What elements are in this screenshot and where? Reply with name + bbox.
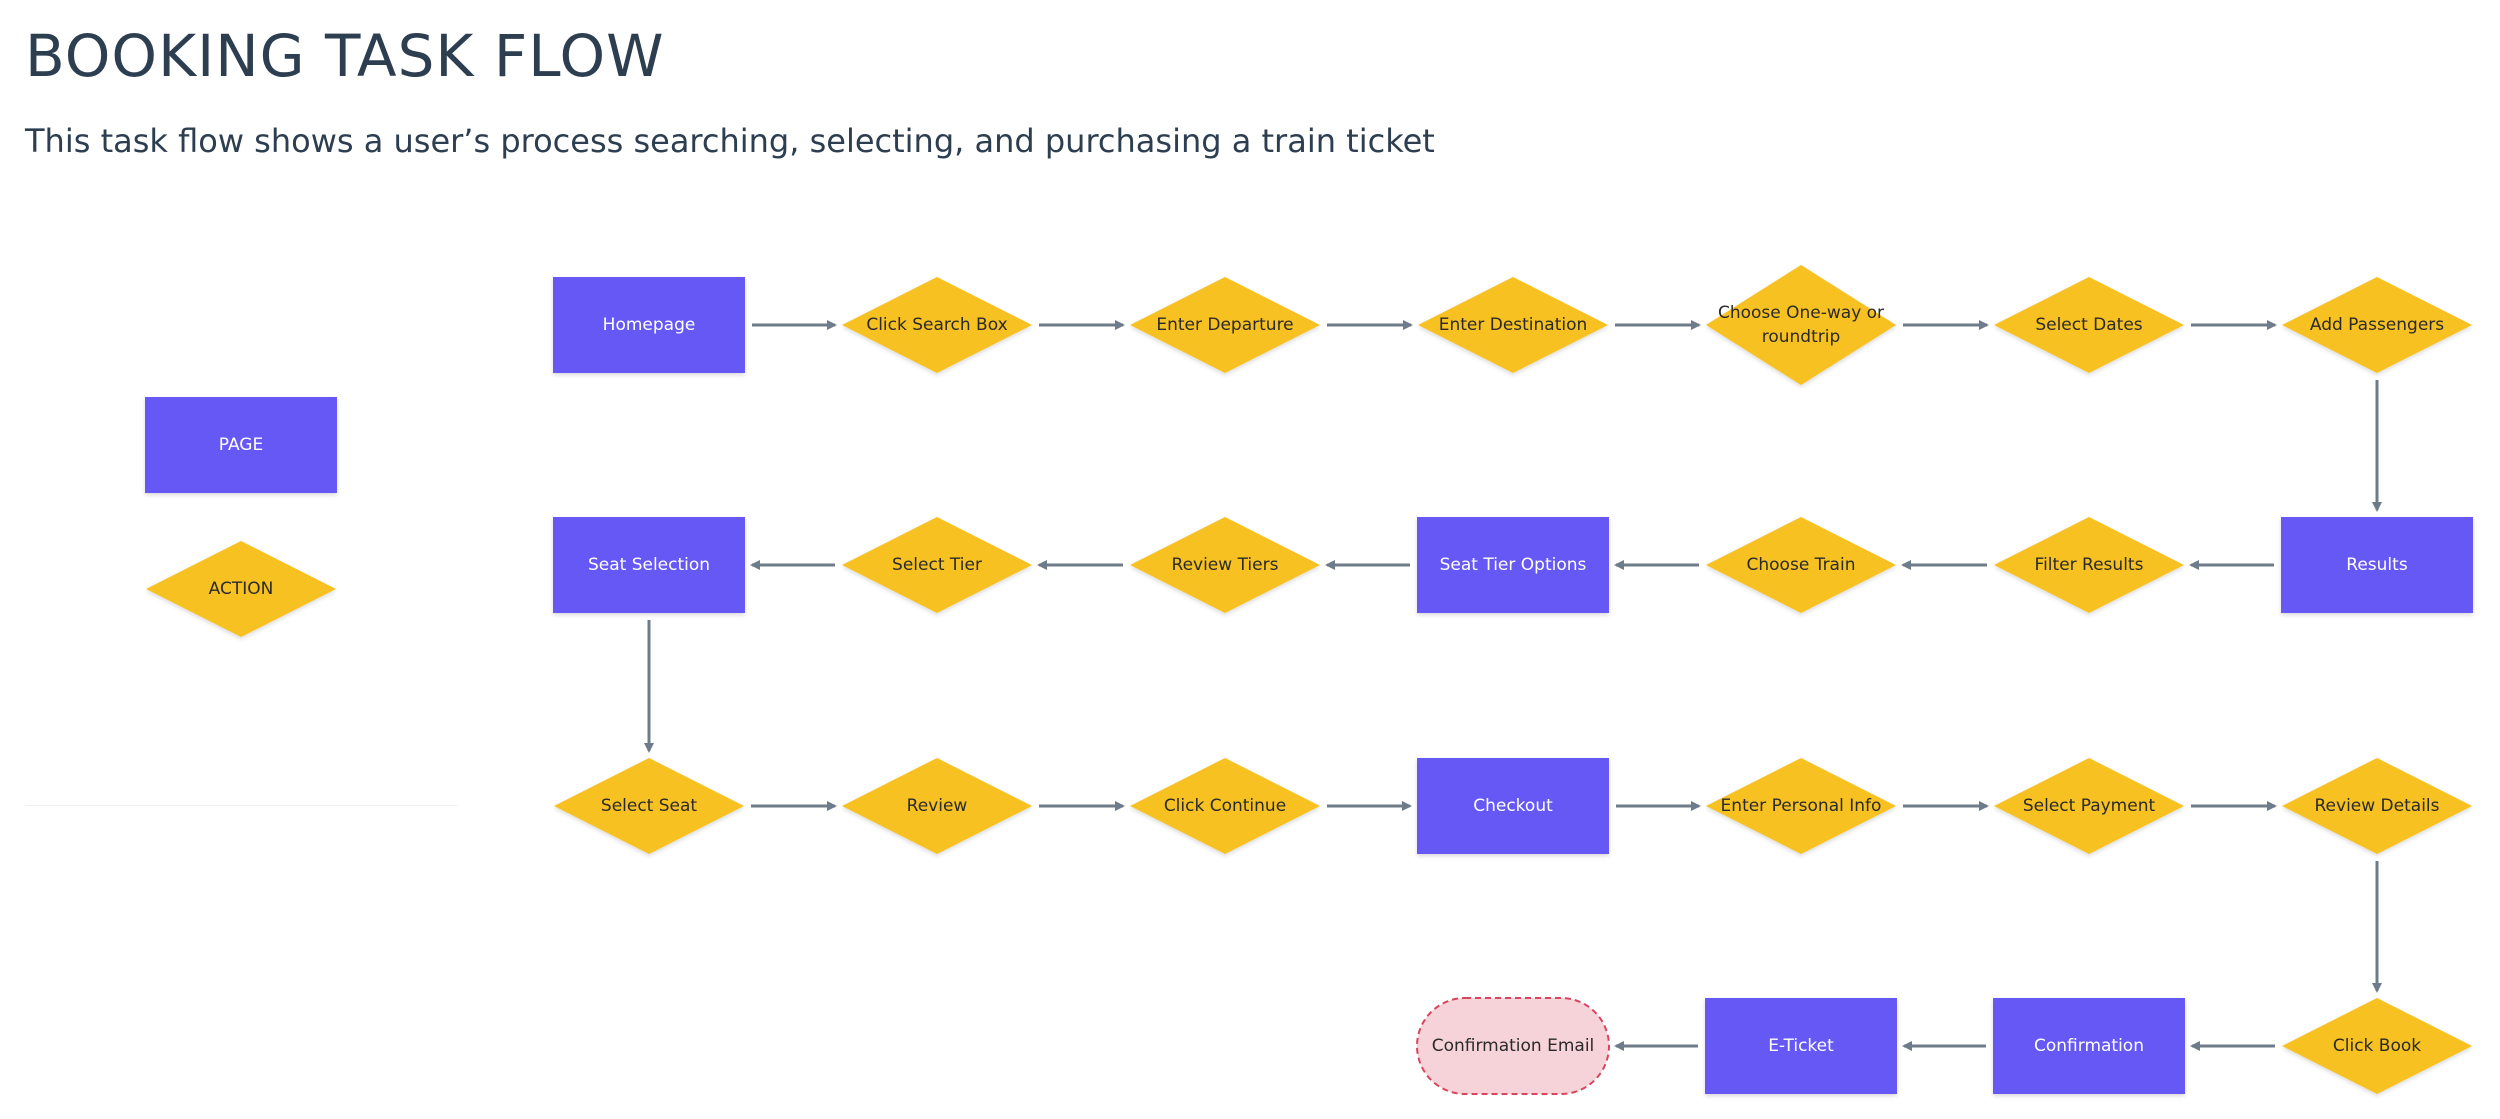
node-label: Enter Destination	[1439, 315, 1588, 335]
page-box	[1417, 517, 1609, 613]
action-diamond	[1994, 277, 2184, 373]
node-seat-selection: Seat Selection	[553, 517, 745, 613]
node-label: Add Passengers	[2310, 315, 2444, 335]
node-label: E-Ticket	[1768, 1036, 1834, 1056]
node-label: Seat Selection	[588, 555, 710, 575]
node-seat-tier-options: Seat Tier Options	[1417, 517, 1609, 613]
node-confirmation: Confirmation	[1993, 998, 2185, 1094]
node-checkout: Checkout	[1417, 758, 1609, 854]
node-label: Confirmation	[2034, 1036, 2144, 1056]
action-diamond	[2282, 758, 2472, 854]
node-label: Confirmation Email	[1432, 1036, 1595, 1056]
legend-action-swatch: ACTION	[146, 541, 336, 637]
node-enter-departure: Enter Departure	[1130, 277, 1320, 373]
end-pill	[1416, 997, 1610, 1095]
page-box	[553, 517, 745, 613]
action-diamond	[2282, 998, 2472, 1094]
node-label: Choose Train	[1747, 555, 1856, 575]
node-choose-train: Choose Train	[1706, 517, 1896, 613]
node-select-seat: Select Seat	[554, 758, 744, 854]
legend-panel	[25, 255, 457, 806]
node-review-tiers: Review Tiers	[1130, 517, 1320, 613]
node-review-details: Review Details	[2282, 758, 2472, 854]
action-diamond	[1994, 758, 2184, 854]
node-label: Select Tier	[892, 555, 982, 575]
page-box	[1705, 998, 1897, 1094]
action-diamond	[1994, 517, 2184, 613]
action-diamond	[842, 517, 1032, 613]
node-label: Filter Results	[2035, 555, 2144, 575]
page-subtitle: This task flow shows a user’s process se…	[25, 122, 1435, 160]
node-label: Enter Departure	[1156, 315, 1293, 335]
node-label: Review Tiers	[1172, 555, 1279, 575]
node-label: Review	[907, 796, 968, 816]
action-diamond	[1418, 277, 1608, 373]
legend-page-swatch: PAGE	[145, 397, 337, 493]
node-label: Homepage	[603, 315, 696, 335]
node-label: Enter Personal Info	[1721, 796, 1882, 816]
node-label: Select Payment	[2023, 796, 2156, 816]
page-title: BOOKING TASK FLOW	[25, 22, 665, 90]
node-label: Click Continue	[1164, 796, 1286, 816]
node-select-payment: Select Payment	[1994, 758, 2184, 854]
node-filter-results: Filter Results	[1994, 517, 2184, 613]
node-click-search-box: Click Search Box	[842, 277, 1032, 373]
node-click-continue: Click Continue	[1130, 758, 1320, 854]
node-click-book: Click Book	[2282, 998, 2472, 1094]
node-label: Select Seat	[601, 796, 698, 816]
action-diamond	[1130, 277, 1320, 373]
node-label: Seat Tier Options	[1440, 555, 1587, 575]
page-box	[1993, 998, 2185, 1094]
action-diamond	[1706, 517, 1896, 613]
action-diamond	[842, 277, 1032, 373]
action-diamond	[842, 758, 1032, 854]
page-box	[1417, 758, 1609, 854]
node-select-dates: Select Dates	[1994, 277, 2184, 373]
legend-action-label: ACTION	[209, 579, 274, 599]
node-label: Results	[2346, 555, 2408, 575]
action-diamond	[554, 758, 744, 854]
node-results: Results	[2281, 517, 2473, 613]
node-review: Review	[842, 758, 1032, 854]
action-diamond	[2282, 277, 2472, 373]
node-add-passengers: Add Passengers	[2282, 277, 2472, 373]
node-homepage: Homepage	[553, 277, 745, 373]
node-select-tier: Select Tier	[842, 517, 1032, 613]
node-label: Click Search Box	[866, 315, 1007, 335]
action-diamond	[1706, 758, 1896, 854]
page-box	[2281, 517, 2473, 613]
node-label: Click Book	[2333, 1036, 2421, 1056]
page-box	[553, 277, 745, 373]
flow-arrows	[644, 320, 2382, 1051]
node-label: Checkout	[1473, 796, 1553, 816]
node-label: Select Dates	[2035, 315, 2142, 335]
node-enter-destination: Enter Destination	[1418, 277, 1608, 373]
node-e-ticket: E-Ticket	[1705, 998, 1897, 1094]
action-diamond	[1706, 265, 1896, 385]
legend-page-label: PAGE	[219, 435, 263, 455]
node-confirmation-email: Confirmation Email	[1416, 997, 1610, 1095]
action-diamond	[1130, 758, 1320, 854]
node-enter-personal-info: Enter Personal Info	[1706, 758, 1896, 854]
node-label: Review Details	[2315, 796, 2440, 816]
action-diamond	[1130, 517, 1320, 613]
